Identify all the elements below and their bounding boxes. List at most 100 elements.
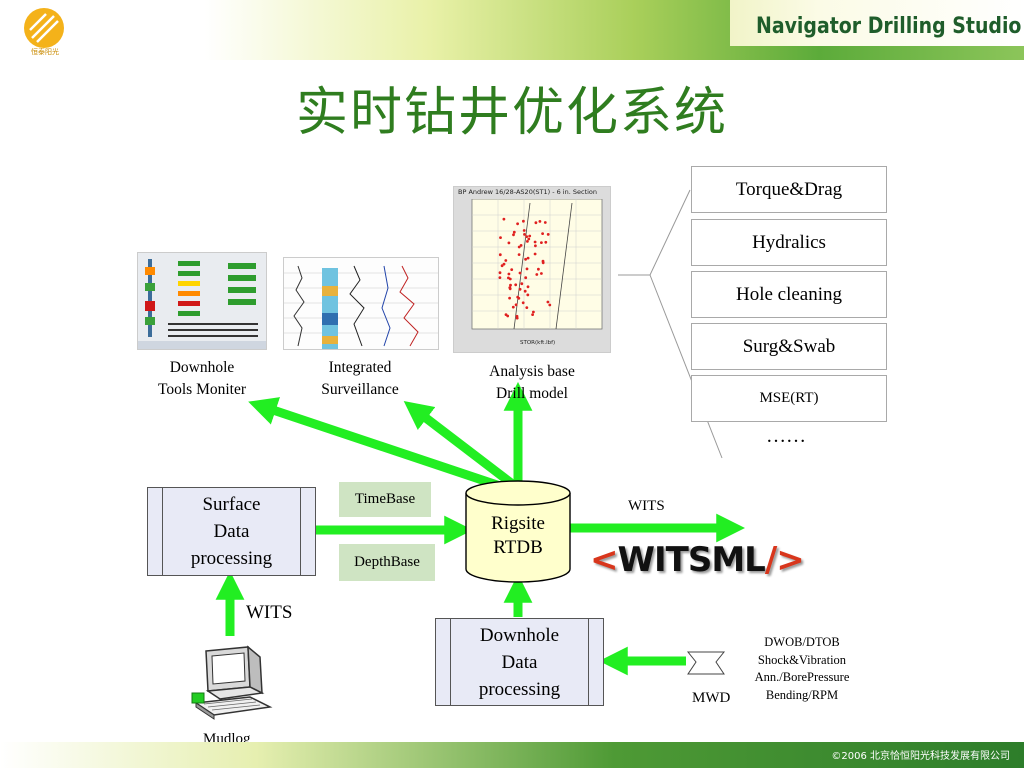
scatter-dot (502, 217, 506, 221)
scatter-dot (527, 237, 531, 241)
scatter-dot (517, 253, 521, 256)
scatter-dot (499, 236, 502, 239)
mwd-param-dwob: DWOB/DTOB (764, 635, 840, 649)
witsml-gt: > (776, 540, 804, 580)
scatter-dot (516, 222, 519, 226)
scatter-dot (519, 244, 523, 247)
scatter-dot (524, 276, 528, 280)
rtdb-line1: Rigsite (491, 513, 545, 534)
scatter-dot (526, 240, 529, 243)
logo-icon (24, 8, 64, 48)
scatter-dot (512, 233, 515, 237)
scatter-dot (510, 268, 514, 271)
downhole-tools-thumbnail (137, 252, 267, 350)
mwd-param-shock: Shock&Vibration (757, 652, 847, 667)
scatter-dot (522, 219, 525, 223)
mwd-sensor-icon (686, 651, 726, 675)
model-torque-drag: Torque&Drag (691, 166, 887, 213)
scatter-dot (507, 272, 511, 276)
scatter-dot (509, 283, 512, 287)
analysis-xlabel: STOR(kft.lbf) (520, 340, 556, 346)
scatter-dot (540, 241, 543, 244)
scatter-dot (532, 310, 535, 314)
scatter-dot (533, 240, 537, 244)
caption-analysis: Analysis base Drill model (462, 361, 602, 405)
scatter-dot (541, 232, 544, 235)
witsml-logo: <WITSML/> (590, 540, 805, 580)
brand-name: Navigator Drilling Studio (756, 14, 1022, 39)
integrated-thumbnail (283, 257, 439, 350)
scatter-dot (534, 244, 537, 248)
mwd-params: DWOB/DTOB Shock&Vibration Ann./BorePress… (738, 634, 866, 704)
analysis-thumbnail: BP Andrew 16/28-AS20(ST1) - 6 in. Sectio… (453, 186, 611, 353)
scatter-dot (531, 313, 534, 316)
downhole-tools-image (138, 253, 266, 349)
scatter-dot (498, 276, 502, 279)
caption-analysis-line2: Drill model (496, 385, 568, 402)
witsml-slash: / (764, 540, 777, 580)
scatter-dot (535, 273, 539, 276)
witsml-text: WITSML (617, 540, 766, 580)
scatter-dot (508, 287, 512, 291)
scatter-dot (543, 221, 547, 224)
downhole-data-processing: Downhole Data processing (435, 618, 604, 706)
scatter-dot (512, 230, 516, 234)
scatter-dot (526, 285, 530, 289)
caption-integrated: Integrated Surveillance (290, 357, 430, 401)
scatter-dot (522, 229, 526, 232)
scatter-dot (540, 272, 543, 275)
scatter-dot (518, 287, 522, 291)
scatter-dot (514, 303, 518, 307)
downhole-line2: Data (501, 651, 538, 673)
analysis-chart-title: BP Andrew 16/28-AS20(ST1) - 6 in. Sectio… (458, 188, 598, 196)
mwd-param-pressure: Ann./BorePressure (754, 670, 850, 684)
scatter-dot (525, 267, 529, 271)
timebase-label: TimeBase (339, 482, 431, 517)
scatter-dot (537, 267, 540, 271)
scatter-dot (538, 220, 542, 223)
mwd-param-bending: Bending/RPM (765, 687, 839, 702)
caption-integrated-line2: Surveillance (321, 381, 399, 398)
rtdb-cylinder (465, 480, 571, 583)
scatter-dot (521, 301, 525, 305)
scatter-dot (504, 313, 508, 316)
scatter-dot (514, 283, 518, 287)
caption-analysis-line1: Analysis base (489, 363, 575, 380)
arrow-to-integrated (403, 401, 518, 490)
scatter-dot (525, 235, 529, 238)
surface-line3: processing (190, 548, 273, 569)
depthbase-label: DepthBase (339, 544, 435, 581)
scatter-dot (515, 314, 519, 318)
scatter-dot (541, 259, 545, 263)
rtdb-label: Rigsite RTDB (464, 512, 572, 560)
scatter-dot (526, 256, 530, 260)
model-hydraulics: Hydralics (691, 219, 887, 266)
rtdb-line2: RTDB (493, 537, 543, 558)
surface-line2: Data (213, 521, 250, 542)
scatter-dot (498, 271, 502, 275)
model-ellipsis: …… (766, 425, 806, 447)
scatter-dot (502, 262, 506, 266)
analysis-scatter (471, 199, 603, 330)
scatter-dot (548, 303, 552, 307)
scatter-dot (517, 296, 521, 300)
downhole-line3: processing (478, 678, 561, 700)
footer-band (0, 742, 1024, 768)
model-hole-cleaning: Hole cleaning (691, 271, 887, 318)
scatter-dot (511, 305, 515, 309)
scatter-dot (544, 240, 548, 244)
page-title: 实时钻井优化系统 (295, 83, 728, 143)
scatter-dot (534, 221, 538, 225)
integrated-image (284, 258, 438, 349)
mwd-label: MWD (692, 690, 731, 706)
scatter-dot (546, 233, 550, 236)
scatter-dot (517, 245, 521, 249)
scatter-dot (528, 234, 532, 238)
scatter-dot (500, 264, 504, 268)
scatter-dot (508, 296, 511, 300)
caption-downhole-tools-line1: Downhole (169, 359, 235, 376)
wits-right-label: WITS (628, 498, 665, 514)
scatter-dot (498, 253, 502, 257)
surface-data-processing: Surface Data processing (147, 487, 316, 576)
